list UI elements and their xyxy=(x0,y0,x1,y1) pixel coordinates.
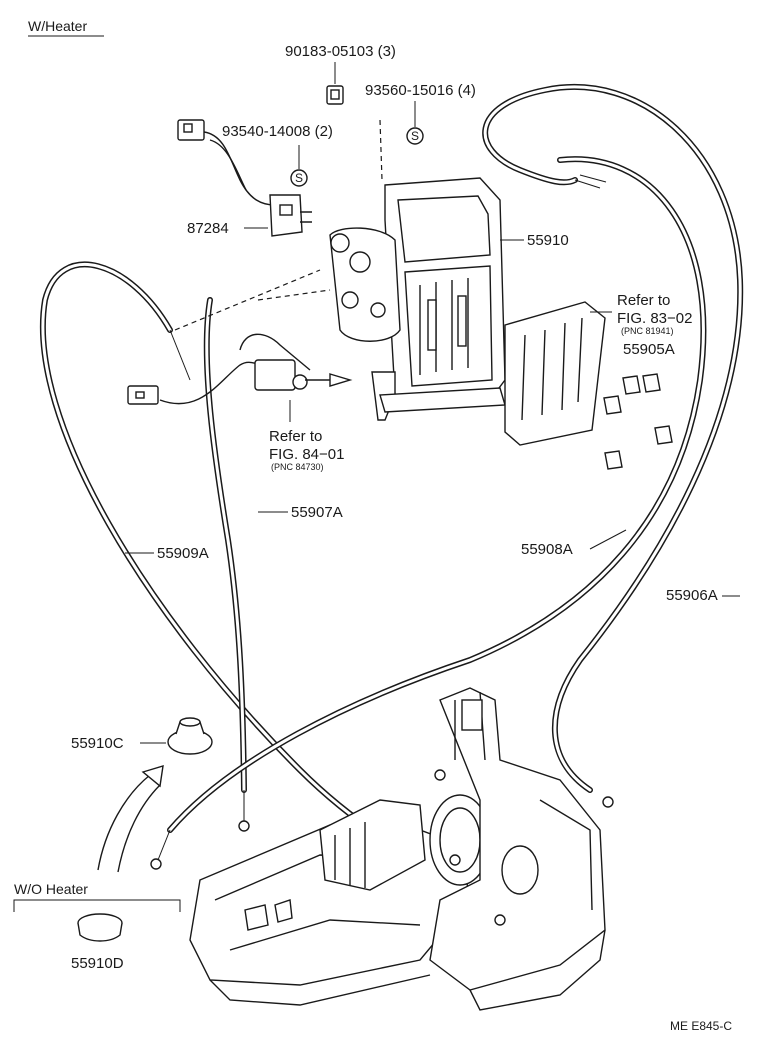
label-55910d: 55910D xyxy=(71,955,124,972)
cable-55908a xyxy=(150,156,707,870)
ref2-line1: Refer to xyxy=(269,428,322,445)
label-93540: 93540-14008 (2) xyxy=(222,123,333,140)
panel-fig-83-02 xyxy=(504,301,606,446)
label-55910: 55910 xyxy=(527,232,569,249)
footer-code: ME E845-C xyxy=(670,1019,732,1033)
grommet-55910c xyxy=(167,717,213,755)
label-55907a: 55907A xyxy=(291,504,343,521)
plug-55910d xyxy=(77,913,123,942)
header-wo-heater: W/O Heater xyxy=(14,881,88,897)
cable-55906a xyxy=(482,83,744,808)
label-55908a: 55908A xyxy=(521,541,573,558)
ref1-pnc: (PNC 81941) xyxy=(621,326,674,336)
label-90183: 90183-05103 (3) xyxy=(285,43,396,60)
svg-text:S: S xyxy=(411,129,419,143)
label-55910c: 55910C xyxy=(71,735,124,752)
heater-unit xyxy=(189,687,606,1011)
wo-heater-bracket xyxy=(13,899,181,912)
label-55905a: 55905A xyxy=(623,341,675,358)
nut-90183 xyxy=(326,62,344,105)
svg-text:S: S xyxy=(295,171,303,185)
label-55906a: 55906A xyxy=(666,587,718,604)
cable-55907a xyxy=(203,297,250,832)
label-93560: 93560-15016 (4) xyxy=(365,82,476,99)
arrow-icon xyxy=(97,765,164,873)
ref1-line2: FIG. 83−02 xyxy=(617,310,692,327)
label-87284: 87284 xyxy=(187,220,229,237)
wire-harness-left xyxy=(127,333,353,405)
clip-93540: S xyxy=(290,145,308,187)
label-55909a: 55909A xyxy=(157,545,209,562)
header-w-heater: W/Heater xyxy=(28,18,87,34)
clip-93560: S xyxy=(406,101,424,145)
ref2-line2: FIG. 84−01 xyxy=(269,446,344,463)
part-55910-control-assembly xyxy=(329,177,506,421)
knobs-55905a xyxy=(603,373,673,470)
ref2-pnc: (PNC 84730) xyxy=(271,462,324,472)
ref1-line1: Refer to xyxy=(617,292,670,309)
part-87284-switch xyxy=(177,119,312,237)
